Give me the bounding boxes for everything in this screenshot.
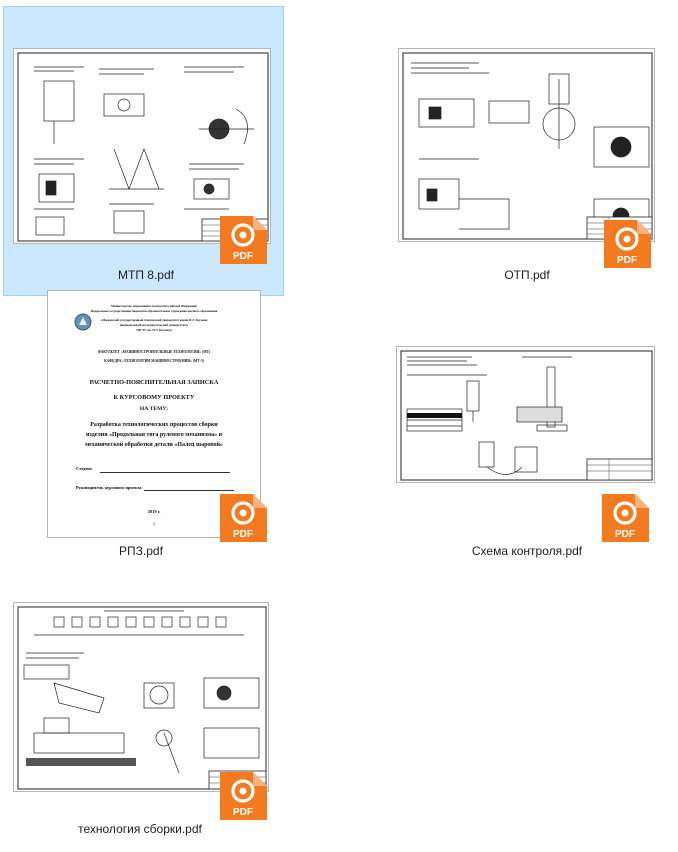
document-title: РАСЧЕТНО-ПОЯСНИТЕЛЬНАЯ ЗАПИСКА [89, 379, 219, 386]
file-tile-mtp8[interactable]: PDF МТП 8.pdf [3, 6, 284, 296]
file-tile-control-scheme[interactable]: PDF Схема контроля.pdf [388, 290, 655, 570]
drawing-preview [402, 52, 653, 240]
file-name-label[interactable]: Схема контроля.pdf [471, 544, 583, 558]
pdf-file-icon: PDF [604, 220, 651, 268]
student-label: Студент [76, 466, 92, 471]
file-thumbnail[interactable] [396, 346, 655, 483]
drawing-preview [17, 52, 269, 242]
department-text: КАФЕДРА «ТЕХНОЛОГИИ МАШИНОСТРОЕНИЯ» (МТ-… [104, 359, 204, 363]
institution-text-4: (МГТУ им. Н.Э. Баумана) [136, 328, 172, 332]
pdf-file-icon: PDF [220, 216, 267, 264]
document-subtitle-2: НА ТЕМУ: [139, 406, 169, 412]
file-thumbnail[interactable] [13, 602, 269, 792]
document-subtitle-1: К КУРСОВОМУ ПРОЕКТУ [113, 394, 195, 401]
topic-line-2: изделия «Продольная тяга рулевого механи… [85, 432, 223, 438]
drawing-preview [400, 350, 653, 481]
pdf-badge-label: PDF [615, 529, 635, 540]
file-tile-otp[interactable]: PDF ОТП.pdf [388, 12, 655, 292]
drawing-preview [17, 606, 267, 790]
pdf-file-icon: PDF [602, 494, 649, 542]
pdf-file-icon: PDF [220, 494, 267, 542]
pdf-file-icon: PDF [220, 772, 267, 820]
student-signature-line [100, 472, 230, 473]
pdf-badge-label: PDF [233, 807, 253, 818]
file-name-label[interactable]: МТП 8.pdf [118, 268, 174, 282]
topic-line-1: Разработка технологических процессов сбо… [90, 422, 218, 428]
pdf-badge-label: PDF [233, 529, 253, 540]
file-name-label[interactable]: РПЗ.pdf [119, 544, 163, 558]
pdf-badge-label: PDF [617, 255, 637, 266]
file-thumbnail[interactable] [398, 48, 655, 242]
supervisor-label: Руководитель курсового проекта [76, 485, 142, 490]
page-number: 1 [152, 521, 156, 526]
university-emblem-icon [74, 313, 92, 331]
file-name-label[interactable]: ОТП.pdf [504, 268, 550, 282]
file-tile-rpz[interactable]: Министерство образования и науки Российс… [30, 290, 267, 570]
file-tile-assembly-technology[interactable]: PDF технология сборки.pdf [6, 596, 269, 852]
pdf-badge-label: PDF [233, 251, 253, 262]
ministry-text: Министерство образования и науки Российс… [111, 304, 197, 308]
year-text: 2019 г. [147, 509, 161, 514]
institution-text-1: Федеральное государственное бюджетное об… [90, 309, 218, 313]
topic-line-3: механической обработки детали «Палец шар… [85, 442, 223, 448]
supervisor-signature-line [144, 490, 234, 491]
file-name-label[interactable]: технология сборки.pdf [78, 822, 202, 836]
file-thumbnail[interactable] [13, 48, 271, 244]
faculty-text: ФАКУЛЬТЕТ «МАШИНОСТРОИТЕЛЬНЫЕ ТЕХНОЛОГИИ… [97, 350, 211, 354]
institution-text-3: (национальный исследовательский универси… [119, 323, 189, 327]
institution-text-2: «Московский государственный технический … [100, 318, 208, 322]
